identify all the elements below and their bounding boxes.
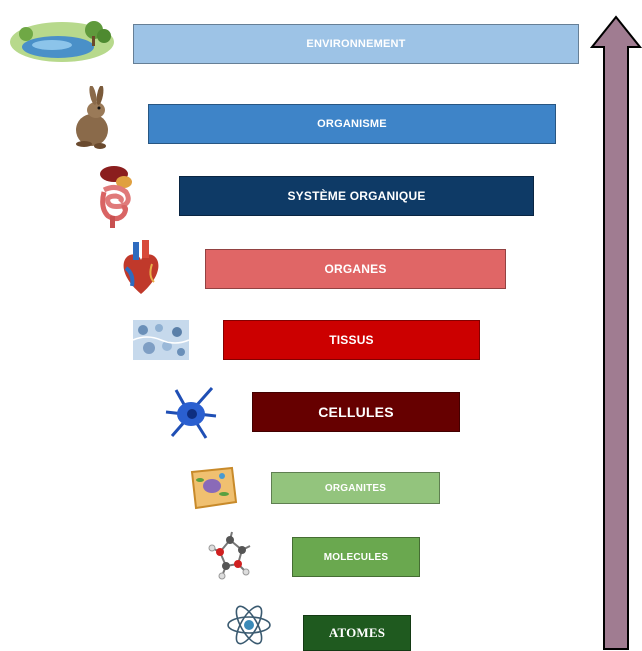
level-label-organites: ORGANITES <box>324 482 387 494</box>
level-label-organes: ORGANES <box>324 262 387 276</box>
level-bar-tissus: TISSUS <box>223 320 480 360</box>
level-label-tissus: TISSUS <box>329 333 374 347</box>
up-arrow-icon <box>590 15 642 651</box>
level-label-atomes: ATOMES <box>328 625 386 640</box>
level-label-environnement: ENVIRONNEMENT <box>306 38 406 50</box>
level-bar-organisme: ORGANISME <box>148 104 556 144</box>
level-label-cellules: CELLULES <box>318 404 394 420</box>
level-bar-atomes: ATOMES <box>303 615 411 651</box>
organelle-cell-icon <box>186 462 238 512</box>
level-bar-systeme-organique: SYSTÈME ORGANIQUE <box>179 176 534 216</box>
level-bar-cellules: CELLULES <box>252 392 460 432</box>
molecule-icon <box>208 530 252 580</box>
atom-icon <box>226 600 272 650</box>
level-bar-organes: ORGANES <box>205 249 506 289</box>
neuron-cell-icon <box>162 382 220 442</box>
heart-icon <box>118 238 164 298</box>
rabbit-icon <box>66 86 114 150</box>
level-bar-organites: ORGANITES <box>271 472 440 504</box>
level-label-systeme-organique: SYSTÈME ORGANIQUE <box>287 189 426 203</box>
digestive-system-icon <box>96 162 136 232</box>
landscape-icon <box>8 14 116 64</box>
level-label-molecules: MOLECULES <box>323 551 389 563</box>
level-label-organisme: ORGANISME <box>317 118 387 130</box>
tissue-icon <box>133 320 189 360</box>
level-bar-environnement: ENVIRONNEMENT <box>133 24 579 64</box>
level-bar-molecules: MOLECULES <box>292 537 420 577</box>
